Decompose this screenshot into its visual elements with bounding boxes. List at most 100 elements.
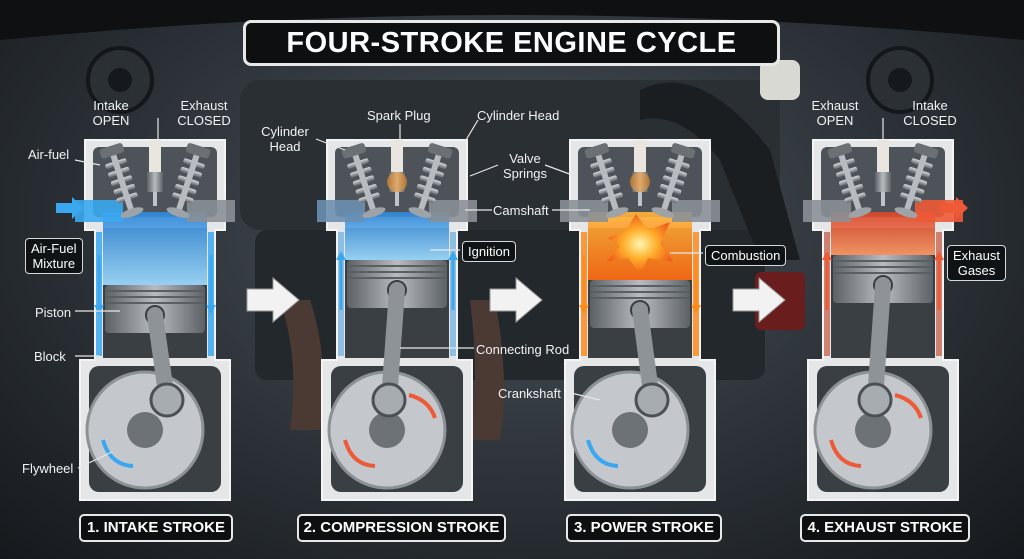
combustion-burst bbox=[606, 214, 674, 274]
motion-arrow-head bbox=[579, 305, 589, 314]
spark-glow bbox=[630, 172, 650, 192]
air-fuel-label: Air-fuel bbox=[28, 147, 70, 162]
strut-bolt-right bbox=[888, 68, 912, 92]
cylinder-power bbox=[560, 139, 720, 501]
connecting-rod bbox=[867, 277, 891, 408]
valve-retainer bbox=[584, 143, 610, 159]
valve-head bbox=[894, 207, 918, 218]
piston-ring bbox=[347, 271, 447, 273]
crank-pin bbox=[634, 382, 670, 418]
rotation-arrow-upper bbox=[408, 393, 437, 419]
intake-port bbox=[560, 200, 608, 222]
valve-spring bbox=[827, 143, 872, 218]
piston-ring bbox=[347, 277, 447, 279]
crankshaft-label: Crankshaft bbox=[498, 386, 561, 401]
air-intake-hose bbox=[640, 82, 800, 260]
spark-plug-insulator bbox=[391, 140, 403, 174]
valve-spring bbox=[166, 143, 211, 218]
intake-port bbox=[317, 200, 365, 222]
crank-pin bbox=[371, 382, 407, 418]
intake-port bbox=[75, 200, 123, 222]
intake-port bbox=[803, 200, 851, 222]
stroke-label-compression: 2. COMPRESSION STROKE bbox=[297, 514, 506, 542]
leader-valve-springs bbox=[469, 164, 499, 177]
hood-edge bbox=[0, 0, 1024, 40]
stroke-transition-arrow-1 bbox=[246, 276, 300, 324]
valve-head bbox=[120, 207, 144, 218]
motion-arrow-head bbox=[448, 251, 458, 260]
spark-plug-insulator bbox=[149, 140, 161, 174]
valve-spring bbox=[894, 143, 939, 218]
motion-arrow-head bbox=[336, 251, 346, 260]
exhaust-port bbox=[429, 200, 477, 222]
rotation-arrow bbox=[101, 439, 134, 468]
valve-stem bbox=[660, 150, 686, 212]
valve-stem bbox=[837, 150, 863, 212]
spark-plug-electrode bbox=[881, 192, 885, 206]
spark-plug-electrode bbox=[153, 192, 157, 206]
valve-retainer bbox=[99, 143, 125, 159]
cylinder-intake bbox=[75, 139, 235, 501]
block-label: Block bbox=[34, 349, 66, 364]
spark-plug-body bbox=[875, 172, 891, 192]
air-fuel-inflow-arrow bbox=[56, 197, 84, 219]
motion-arrow-head bbox=[822, 251, 832, 260]
valve-retainer bbox=[427, 143, 453, 159]
valve-retainer bbox=[341, 143, 367, 159]
spark-plug-insulator bbox=[634, 140, 646, 174]
crank-hub bbox=[369, 412, 405, 448]
stroke-label-exhaust: 4. EXHAUST STROKE bbox=[800, 514, 970, 542]
leader-air-fuel bbox=[74, 159, 101, 166]
exhaust-port bbox=[672, 200, 720, 222]
valve-stem bbox=[109, 150, 135, 212]
rotation-arrow-upper bbox=[894, 393, 923, 419]
valve-retainer bbox=[185, 143, 211, 159]
piston-ring bbox=[347, 265, 447, 267]
motion-arrow-head bbox=[691, 305, 701, 314]
valve-stem bbox=[351, 150, 377, 212]
leader-valve-springs-right bbox=[544, 164, 576, 177]
exhaust-port bbox=[187, 200, 235, 222]
exhaust-manifold-1 bbox=[280, 300, 324, 430]
strut-bolt-left bbox=[108, 68, 132, 92]
spark-plug-body bbox=[147, 172, 163, 192]
stroke-label-intake: 1. INTAKE STROKE bbox=[79, 514, 233, 542]
piston-ring bbox=[833, 260, 933, 262]
valve-stem bbox=[175, 150, 201, 212]
piston-ring bbox=[833, 272, 933, 274]
cylinder-head-label-right: Cylinder Head bbox=[477, 108, 560, 123]
exhaust-outflow-arrow bbox=[940, 197, 968, 219]
motion-arrow-head bbox=[94, 305, 104, 314]
valve-retainer bbox=[670, 143, 696, 159]
motion-arrow-head bbox=[206, 305, 216, 314]
exhaust-manifold-2 bbox=[470, 300, 504, 440]
piston-ring bbox=[105, 302, 205, 304]
connecting-rod bbox=[381, 282, 405, 408]
motion-arrow-head bbox=[934, 251, 944, 260]
piston-ring bbox=[105, 290, 205, 292]
valve-spring bbox=[99, 143, 144, 218]
piston-ring bbox=[590, 297, 690, 299]
leader-cylinder-head-left bbox=[315, 138, 346, 151]
crank-pin bbox=[149, 382, 185, 418]
spark-plug-insulator bbox=[877, 140, 889, 174]
flywheel-label: Flywheel bbox=[22, 461, 74, 476]
crank-hub bbox=[612, 412, 648, 448]
valve-retainer bbox=[913, 143, 939, 159]
valve-spring bbox=[584, 143, 629, 218]
stroke-transition-arrow-2 bbox=[489, 276, 543, 324]
valve-spring bbox=[651, 143, 696, 218]
valve-head bbox=[166, 207, 190, 218]
stroke-transition-arrow-3 bbox=[732, 276, 786, 324]
valve-spring bbox=[408, 143, 453, 218]
spark-plug-electrode bbox=[638, 192, 642, 206]
stroke-label-power: 3. POWER STROKE bbox=[566, 514, 722, 542]
valve-head bbox=[605, 207, 629, 218]
piston-ring bbox=[590, 285, 690, 287]
